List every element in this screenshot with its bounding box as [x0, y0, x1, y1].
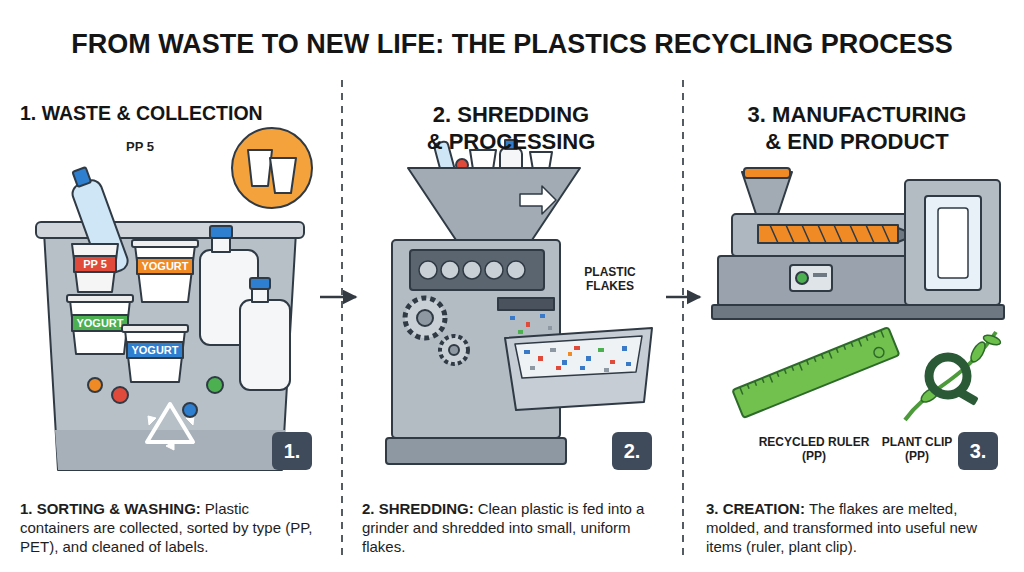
process-stage: 3. MANUFACTURING & END PRODUCT 3. CREATIO…: [700, 90, 1014, 560]
cup-inset: [232, 128, 312, 208]
product-label: YOGURT: [72, 315, 128, 331]
stage-description: 1. SORTING & WASHING:Plastic containers …: [20, 499, 314, 556]
part-label: PLANT CLIP (PP): [880, 436, 954, 464]
product-label: PP 5: [74, 256, 116, 272]
recycled-ruler: [732, 327, 899, 418]
process-stage: 2. SHREDDING & PROCESSING 2. SHREDDING:Cl…: [356, 90, 666, 560]
stage-heading: 1. WASTE & COLLECTION: [20, 90, 320, 126]
description-lead: 2. SHREDDING:: [362, 500, 474, 517]
description-lead: 3. CREATION:: [706, 500, 805, 517]
product-label: YOGURT: [127, 342, 183, 358]
diagram-title: FROM WASTE TO NEW LIFE: THE PLASTICS REC…: [0, 30, 1024, 60]
flow-arrow: [666, 296, 700, 299]
part-label: PLASTIC FLAKES: [566, 266, 654, 294]
callout-number: 2.: [612, 432, 652, 470]
flow-arrow: [320, 296, 356, 299]
shredder: [386, 140, 652, 464]
recycling-bin: [36, 222, 304, 470]
molding-machine: [712, 168, 1004, 319]
product-label: YOGURT: [137, 258, 193, 274]
callout-number: 3.: [958, 432, 998, 470]
part-label: PP 5: [112, 140, 168, 155]
description-lead: 1. SORTING & WASHING:: [20, 500, 201, 517]
plant-clip: [905, 332, 1002, 420]
process-stage: 1. WASTE & COLLECTION 1. SORTING & WASHIN…: [14, 90, 320, 560]
stage-heading: 3. MANUFACTURING & END PRODUCT: [740, 90, 975, 156]
stage-description: 3. CREATION:The flakes are melted, molde…: [706, 499, 1008, 556]
part-label: RECYCLED RULER (PP): [752, 436, 876, 464]
callout-number: 1.: [272, 432, 312, 470]
stage-description: 2. SHREDDING:Clean plastic is fed into a…: [362, 499, 660, 556]
stage-heading: 2. SHREDDING & PROCESSING: [424, 90, 599, 156]
plastic-flakes: [510, 314, 631, 372]
column-divider: [342, 80, 683, 560]
